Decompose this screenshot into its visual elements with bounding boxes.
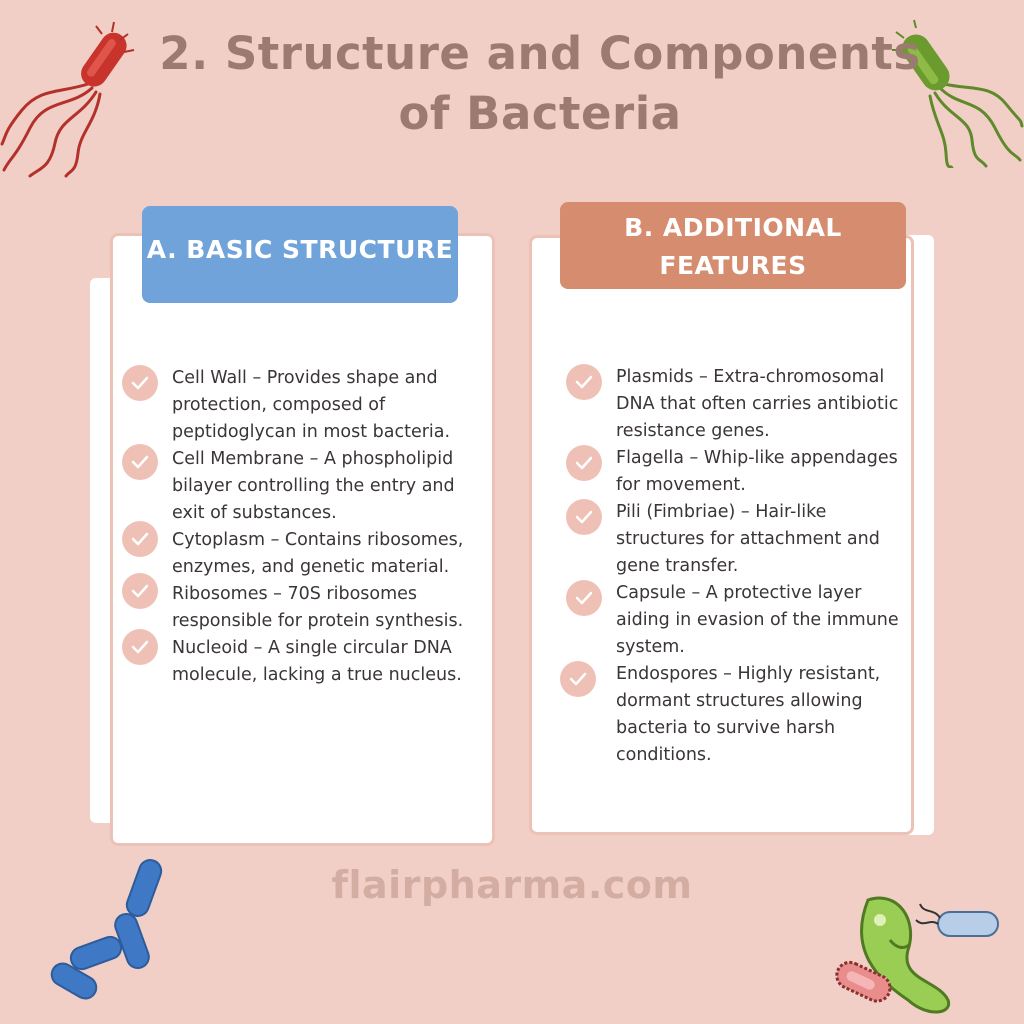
mixed-bacteria-icon [835,896,999,1014]
list-item: Nucleoid – A single circular DNA molecul… [122,629,492,689]
check-icon [122,573,158,609]
list-item: Ribosomes – 70S ribosomes responsible fo… [122,573,492,635]
list-item: Capsule – A protective layer aiding in e… [566,580,911,661]
basic-structure-heading: A. BASIC STRUCTURE [142,206,458,303]
check-icon [122,521,158,557]
list-item: Cell Wall – Provides shape and protectio… [122,365,492,446]
blue-bacilli-icon [50,859,163,1000]
check-icon [566,499,602,535]
page-title: 2. Structure and Components of Bacteria [150,24,930,144]
check-icon [122,365,158,401]
list-item-text: Endospores – Highly resistant, dormant s… [616,664,881,765]
additional-features-heading: B. ADDITIONAL FEATURES [560,202,906,289]
site-url: flairpharma.com [331,863,693,907]
list-item-text: Plasmids – Extra-chromosomal DNA that of… [616,367,899,441]
list-item: Pili (Fimbriae) – Hair-like structures f… [566,499,911,580]
list-item-text: Cytoplasm – Contains ribosomes, enzymes,… [172,530,464,577]
red-bacterium-icon [0,21,135,178]
check-icon [566,364,602,400]
page-title-line-2: of Bacteria [398,87,682,140]
check-icon [122,444,158,480]
check-icon [560,661,596,697]
list-item: Cell Membrane – A phospholipid bilayer c… [122,444,492,527]
basic-structure-card [110,233,495,846]
list-item: Cytoplasm – Contains ribosomes, enzymes,… [122,521,492,581]
list-item-text: Flagella – Whip-like appendages for move… [616,448,898,495]
list-item: Endospores – Highly resistant, dormant s… [560,661,911,769]
list-item-text: Pili (Fimbriae) – Hair-like structures f… [616,502,880,576]
additional-features-list: Plasmids – Extra-chromosomal DNA that of… [560,364,911,769]
check-icon [122,629,158,665]
basic-structure-list: Cell Wall – Provides shape and protectio… [122,365,492,689]
additional-heading-line-1: B. ADDITIONAL [624,213,842,242]
list-item: Flagella – Whip-like appendages for move… [566,445,911,499]
green-bacterium-icon [892,19,1024,168]
list-item-text: Nucleoid – A single circular DNA molecul… [172,638,462,685]
list-item-text: Cell Wall – Provides shape and protectio… [172,368,451,442]
list-item-text: Ribosomes – 70S ribosomes responsible fo… [172,584,464,631]
additional-heading-line-2: FEATURES [659,251,807,280]
list-item: Plasmids – Extra-chromosomal DNA that of… [566,364,911,445]
page-title-line-1: 2. Structure and Components [159,27,921,80]
check-icon [566,580,602,616]
list-item-text: Cell Membrane – A phospholipid bilayer c… [172,449,455,523]
list-item-text: Capsule – A protective layer aiding in e… [616,583,899,657]
check-icon [566,445,602,481]
